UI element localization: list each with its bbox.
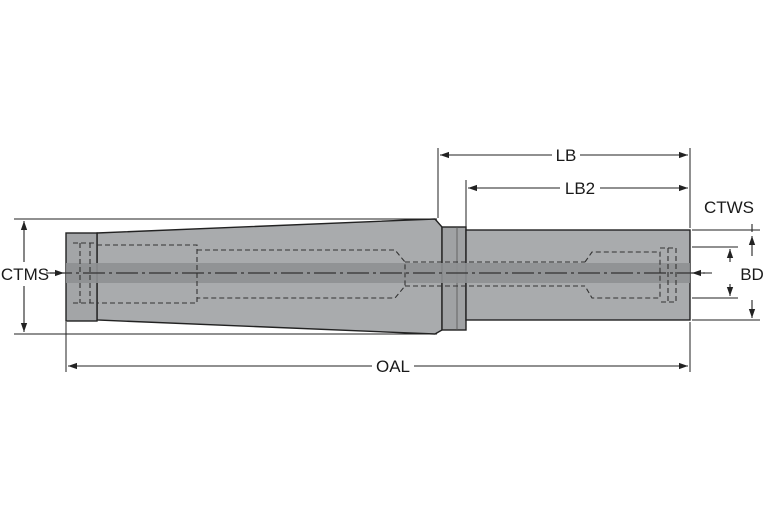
bore-band: [66, 263, 690, 283]
lb-label: LB: [556, 146, 577, 165]
bd-label: BD: [740, 265, 764, 284]
dimension-bd: BD: [692, 246, 767, 299]
ctws-label: CTWS: [704, 198, 754, 217]
dimension-ctms: CTMS: [1, 218, 437, 335]
hidden-features: [73, 242, 677, 304]
dimension-lb: LB: [437, 146, 691, 228]
oal-label: OAL: [376, 357, 410, 376]
dimension-ctws: CTWS: [692, 198, 760, 321]
dimension-oal: OAL: [65, 322, 691, 376]
dimension-lb2: LB2: [465, 179, 688, 228]
tool-body: [50, 218, 705, 335]
ctms-label: CTMS: [1, 265, 49, 284]
lb2-label: LB2: [565, 179, 595, 198]
